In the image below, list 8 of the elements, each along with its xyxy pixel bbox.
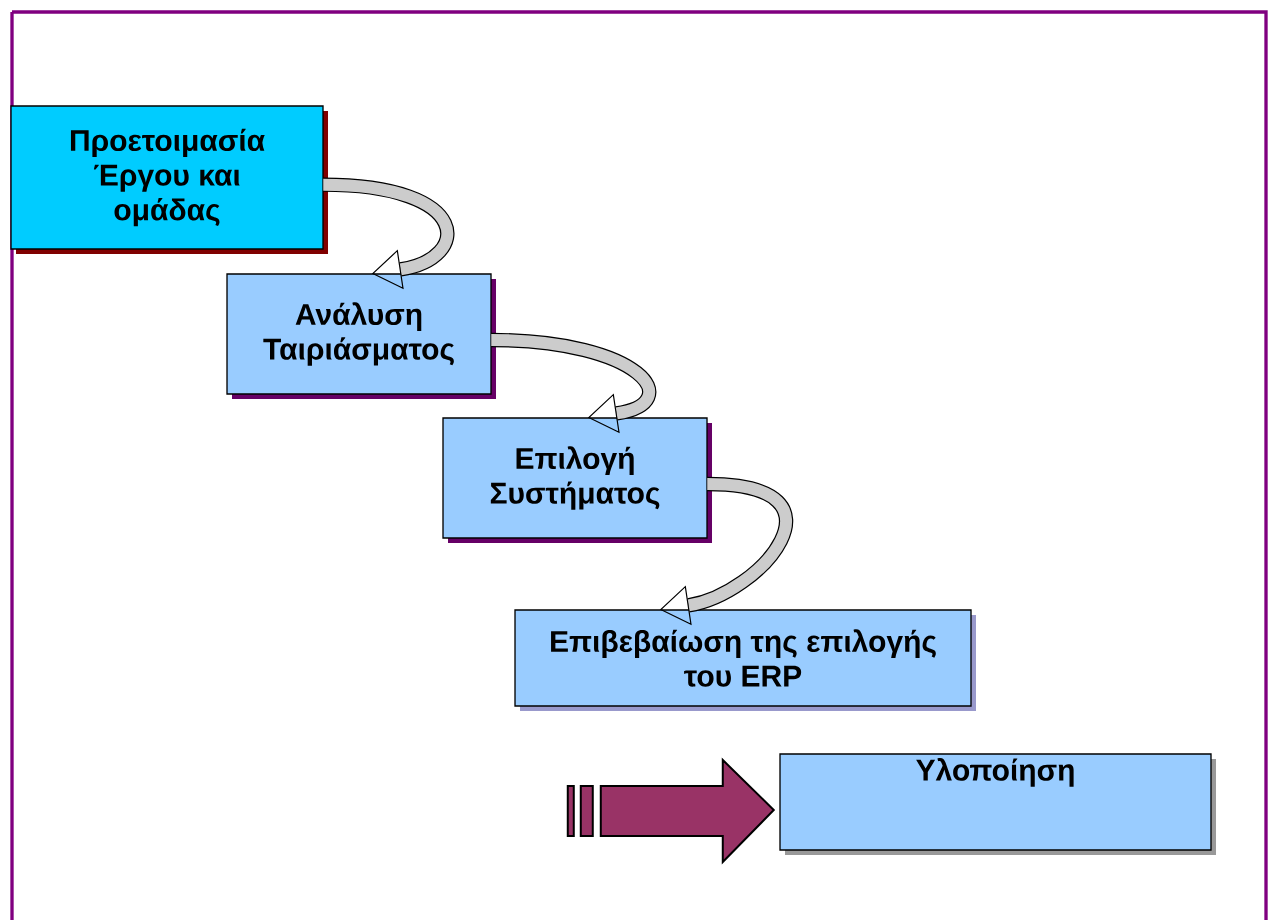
process-box: Επιβεβαίωση της επιλογής του ERP bbox=[514, 609, 976, 711]
process-box: Ανάλυση Ταιριάσματος bbox=[226, 273, 496, 399]
curved-arrow bbox=[491, 332, 657, 434]
process-box: Υλοποίηση bbox=[779, 753, 1216, 855]
block-arrow bbox=[566, 757, 776, 865]
curved-arrow bbox=[322, 177, 455, 290]
process-box: Επιλογή Συστήματος bbox=[442, 417, 712, 543]
process-box: Προετοιμασία Έργου και ομάδας bbox=[10, 105, 328, 254]
